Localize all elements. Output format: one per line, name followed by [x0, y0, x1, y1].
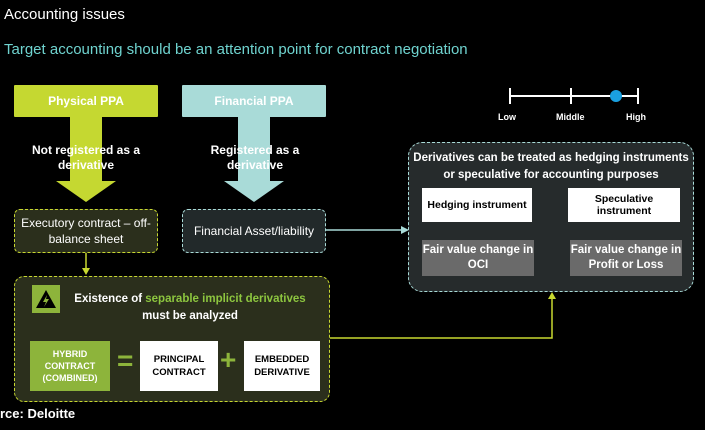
fair-value-oci-box: Fair value change in OCI [422, 240, 534, 276]
financial-arrow-text: Registered as a derivative [210, 143, 300, 172]
executory-contract-box: Executory contract – off-balance sheet [14, 209, 158, 253]
physical-ppa-header: Physical PPA [14, 85, 158, 117]
page-subtitle: Target accounting should be an attention… [4, 41, 468, 58]
implicit-to-derivatives-arrow [328, 292, 556, 339]
hedging-instrument-box: Hedging instrument [422, 188, 532, 222]
implicit-prefix: Existence of [74, 293, 143, 305]
exec-to-implicit-arrow [82, 252, 90, 275]
implicit-highlight: separable implicit derivatives [145, 293, 306, 305]
plus-sign: + [220, 344, 237, 375]
physical-down-arrow [56, 117, 116, 202]
page-title: Accounting issues [4, 6, 125, 23]
scale-low-label: Low [498, 112, 516, 122]
physical-arrow-text: Not registered as a derivative [31, 143, 141, 172]
financial-asset-box: Financial Asset/liability [182, 209, 326, 253]
fair-value-pl-box: Fair value change in Profit or Loss [570, 240, 682, 276]
scale-marker [610, 90, 622, 102]
implicit-suffix: must be analyzed [142, 310, 238, 322]
hybrid-contract-box: HYBRID CONTRACT (COMBINED) [30, 341, 110, 391]
warning-icon [32, 285, 60, 313]
derivatives-text: Derivatives can be treated as hedging in… [413, 152, 689, 181]
financial-ppa-header: Financial PPA [182, 85, 326, 117]
scale-high-label: High [626, 112, 646, 122]
embedded-derivative-box: EMBEDDED DERIVATIVE [244, 341, 320, 391]
financial-to-derivatives-arrow [325, 226, 409, 234]
speculative-instrument-box: Speculative instrument [568, 188, 680, 222]
source-note: rce: Deloitte [0, 406, 76, 421]
equals-sign: = [117, 345, 134, 376]
implicit-derivatives-text: Existence of separable implicit derivati… [62, 291, 318, 325]
scale-middle-label: Middle [556, 112, 585, 122]
principal-contract-box: PRINCIPAL CONTRACT [140, 341, 218, 391]
attention-scale [509, 88, 639, 104]
financial-down-arrow [224, 117, 284, 202]
